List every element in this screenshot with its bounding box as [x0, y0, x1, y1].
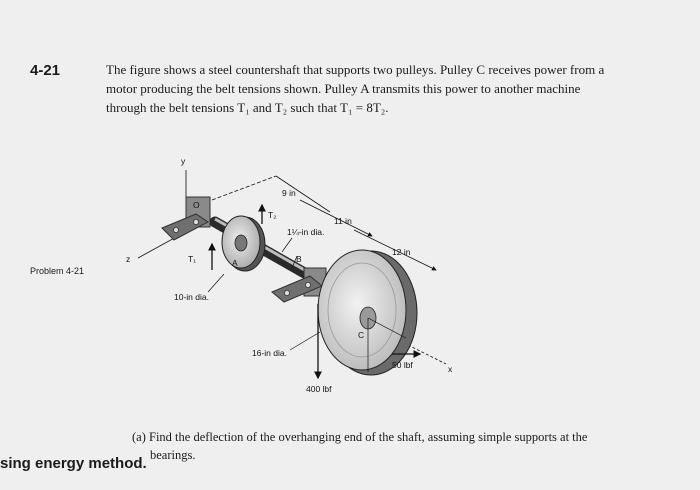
pulley-c-label: C — [358, 330, 364, 340]
statement-line-2: motor producing the belt tensions shown.… — [106, 81, 581, 96]
dim-label-12in: 12 in — [392, 247, 411, 257]
pulley-c — [317, 249, 407, 371]
bearing-b-label: B — [296, 254, 302, 264]
statement-line-1: The figure shows a steel countershaft th… — [106, 62, 605, 77]
pulley-a-dia-leader — [207, 273, 225, 293]
pulley-a-label: A — [232, 258, 238, 268]
dim-line-11 — [299, 199, 373, 237]
footer-note: sing energy method. — [0, 455, 147, 472]
shaft-dia-leader — [281, 237, 293, 253]
dim-line-9b — [275, 175, 331, 213]
x-axis-label: x — [448, 364, 453, 374]
figure-caption: Problem 4-21 — [30, 266, 85, 276]
question-part-label: (a) — [132, 430, 146, 444]
dim-line-12 — [353, 229, 437, 271]
question-part-a: (a) Find the deflection of the overhangi… — [132, 428, 672, 464]
bolt-icon — [283, 289, 290, 296]
problem-statement: The figure shows a steel countershaft th… — [106, 60, 684, 117]
question-line-1: Find the deflection of the overhanging e… — [149, 430, 588, 444]
x-axis-line — [407, 344, 447, 365]
bolt-icon — [304, 281, 311, 288]
bolt-icon — [172, 226, 179, 233]
bolt-icon — [192, 218, 199, 225]
pulley-c-web — [327, 262, 397, 358]
shaft-diameter-label: 1¼-in dia. — [287, 227, 324, 237]
origin-label: O — [193, 200, 200, 210]
statement-line-3: through the belt tensions T₁ and T₂ such… — [106, 100, 389, 115]
problem-number: 4-21 — [30, 62, 61, 79]
dim-line-9 — [211, 175, 277, 201]
pulley-c-horizontal-line — [367, 317, 407, 339]
z-axis-line — [137, 235, 179, 259]
b-leader — [291, 255, 298, 269]
t1-label: T₁ — [188, 254, 196, 264]
force-400-label: 400 lbf — [306, 384, 332, 394]
pulley-c-dia-leader — [289, 331, 321, 351]
dim-label-11in: 11 in — [334, 216, 352, 226]
force-50-label: 50 lbf — [392, 360, 413, 370]
bearing-b-base — [271, 275, 323, 303]
y-axis-label: y — [181, 156, 186, 166]
t2-label: T₂ — [268, 210, 277, 220]
pulley-a-hub — [234, 234, 248, 252]
dim-label-9in: 9 in — [282, 188, 296, 198]
pulley-a-diameter-label: 10-in dia. — [174, 292, 209, 302]
z-axis-label: z — [126, 254, 130, 264]
pulley-c-diameter-label: 16-in dia. — [252, 348, 287, 358]
question-line-2: bearings. — [150, 448, 196, 462]
